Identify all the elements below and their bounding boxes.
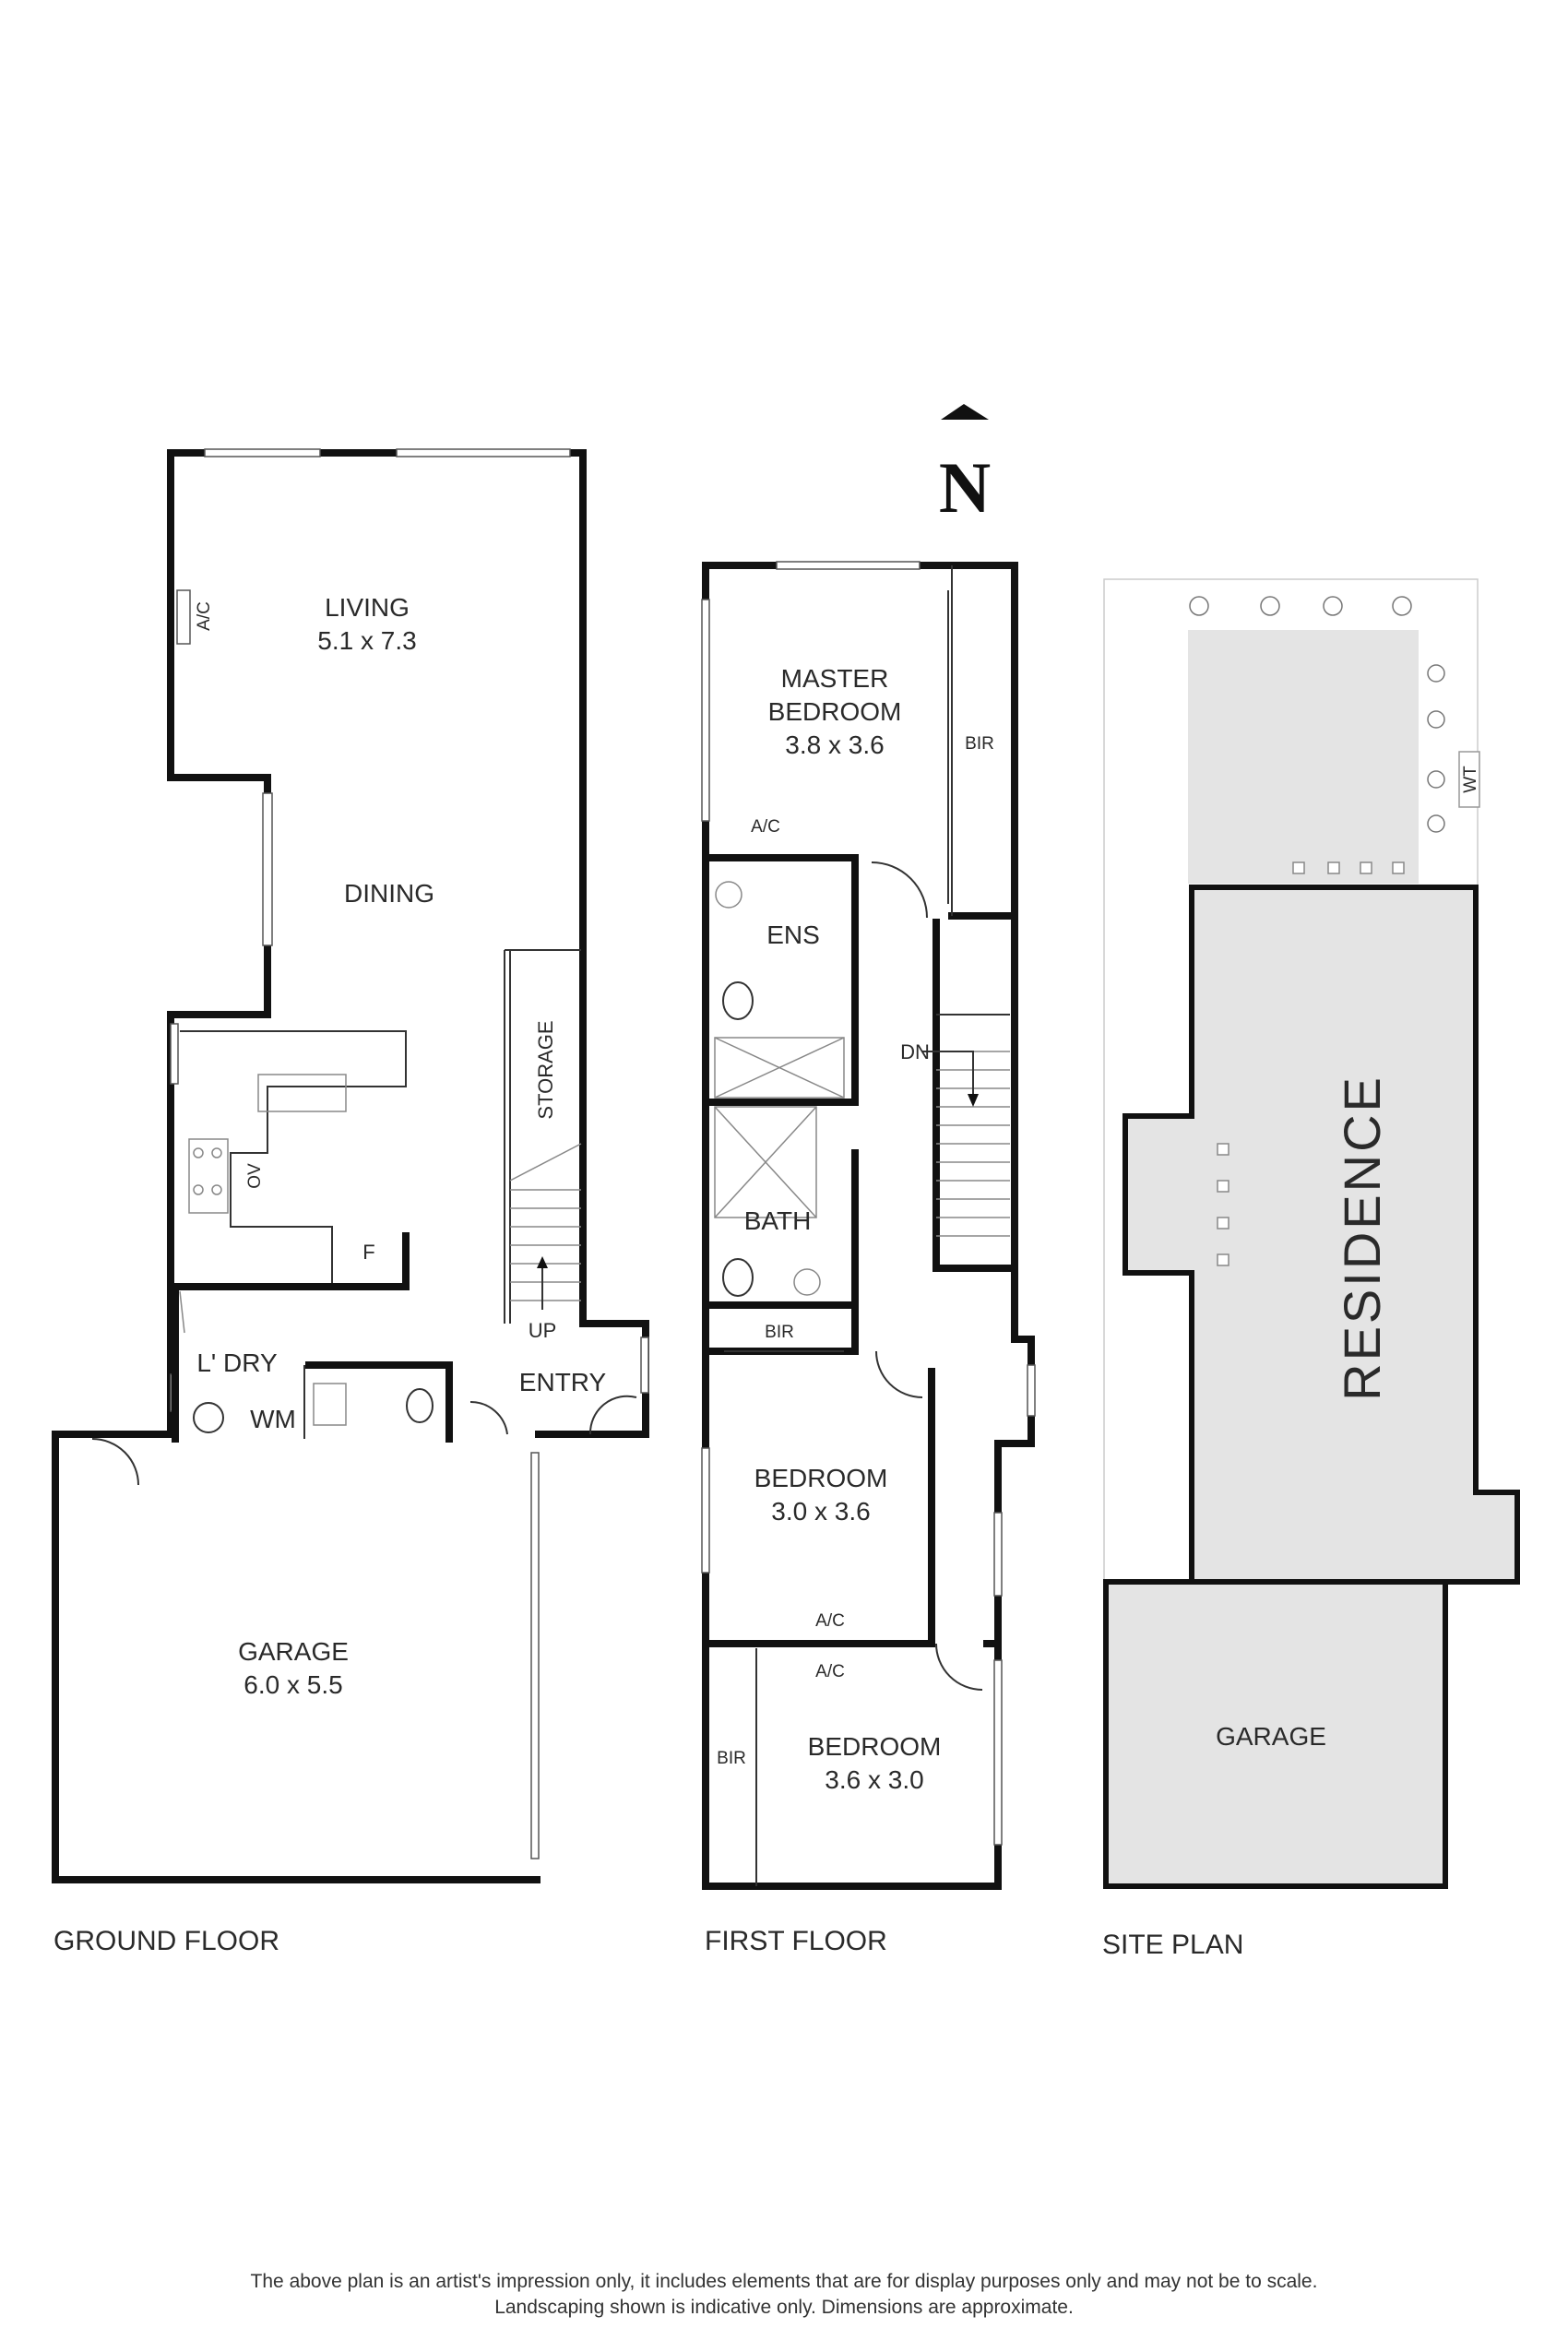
- living-size: 5.1 x 7.3: [317, 626, 416, 655]
- bir-master-label: BIR: [965, 734, 994, 754]
- site-plan-caption: SITE PLAN: [1102, 1930, 1243, 1960]
- disclaimer-line2: Landscaping shown is indicative only. Di…: [494, 2297, 1074, 2318]
- ac-master-label: A/C: [751, 817, 780, 837]
- living-label: LIVING: [325, 593, 410, 622]
- dining-label: DINING: [344, 879, 434, 908]
- tree-icons: [1189, 596, 1445, 833]
- master-bedroom-line2: BEDROOM: [768, 697, 902, 726]
- north-letter: N: [939, 447, 991, 528]
- first-floor-plan: MASTER BEDROOM 3.8 x 3.6 BIR A/C ENS DN …: [701, 561, 1036, 1890]
- site-garage-footprint: [1103, 1579, 1448, 1889]
- bedroom2-label: BEDROOM: [754, 1464, 888, 1492]
- storage-label: STORAGE: [534, 1020, 557, 1119]
- oven-label: OV: [245, 1163, 265, 1189]
- residence-label: RESIDENCE: [1333, 1075, 1391, 1401]
- dn-label: DN: [900, 1040, 930, 1063]
- laundry-label: L' DRY: [196, 1348, 278, 1377]
- site-garage-label: GARAGE: [1216, 1722, 1326, 1751]
- bir-hall-label: BIR: [765, 1323, 794, 1342]
- first-floor-outer-wall: [702, 562, 1035, 1890]
- ground-floor-plan: LIVING 5.1 x 7.3 A/C DINING STORAGE OV F…: [52, 448, 649, 1883]
- master-bedroom-line1: MASTER: [781, 664, 889, 693]
- fridge-label: F: [362, 1241, 374, 1264]
- first-floor-caption: FIRST FLOOR: [705, 1926, 887, 1956]
- bir-bedroom3-label: BIR: [717, 1749, 746, 1768]
- disclaimer: The above plan is an artist's impression…: [0, 2271, 1568, 2319]
- ac-bedroom3-label: A/C: [815, 1662, 845, 1681]
- wm-label: WM: [250, 1405, 296, 1433]
- site-plan: WT RESIDENCE GARAGE: [1103, 578, 1520, 1889]
- garage-size: 6.0 x 5.5: [244, 1670, 342, 1699]
- disclaimer-line1: The above plan is an artist's impression…: [250, 2271, 1318, 2292]
- ac-label-living: A/C: [195, 601, 214, 631]
- ac-bedroom2-label: A/C: [815, 1611, 845, 1631]
- north-arrow-icon: [941, 404, 989, 420]
- garage-label: GARAGE: [238, 1637, 349, 1666]
- master-bedroom-size: 3.8 x 3.6: [785, 731, 884, 759]
- ensuite-label: ENS: [766, 921, 820, 949]
- bedroom3-size: 3.6 x 3.0: [825, 1765, 923, 1794]
- site-courtyard: [1188, 630, 1419, 884]
- bedroom3-label: BEDROOM: [808, 1732, 942, 1761]
- up-label: UP: [529, 1319, 557, 1342]
- ground-floor-outer-wall: [52, 449, 540, 1883]
- bedroom2-size: 3.0 x 3.6: [771, 1497, 870, 1526]
- ground-floor-caption: GROUND FLOOR: [53, 1926, 279, 1956]
- bath-label: BATH: [744, 1206, 812, 1235]
- wt-label: WT: [1461, 766, 1480, 793]
- entry-label: ENTRY: [519, 1368, 607, 1396]
- north-compass: N: [939, 404, 991, 528]
